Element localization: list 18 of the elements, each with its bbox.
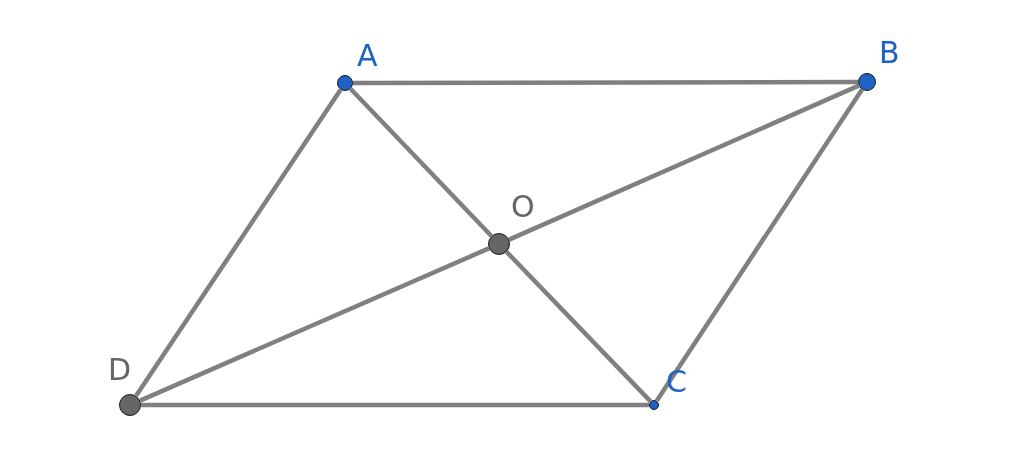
line-segment [353, 79, 858, 86]
point-dot [337, 75, 353, 91]
line-segment [134, 88, 343, 398]
point-dot [119, 394, 141, 416]
point-dot [858, 73, 876, 91]
point-label: O [511, 192, 535, 222]
point-label: C [666, 367, 687, 397]
line-segment [139, 246, 490, 403]
line-segment [508, 83, 860, 242]
line-segment [348, 87, 494, 238]
line-segment [505, 250, 653, 403]
point-label: B [879, 38, 900, 68]
line-segment [141, 402, 649, 408]
point-label: D [108, 355, 132, 385]
point-label: A [357, 41, 378, 71]
point-dot [488, 233, 510, 255]
line-segment [654, 88, 864, 403]
point-dot [649, 400, 659, 410]
